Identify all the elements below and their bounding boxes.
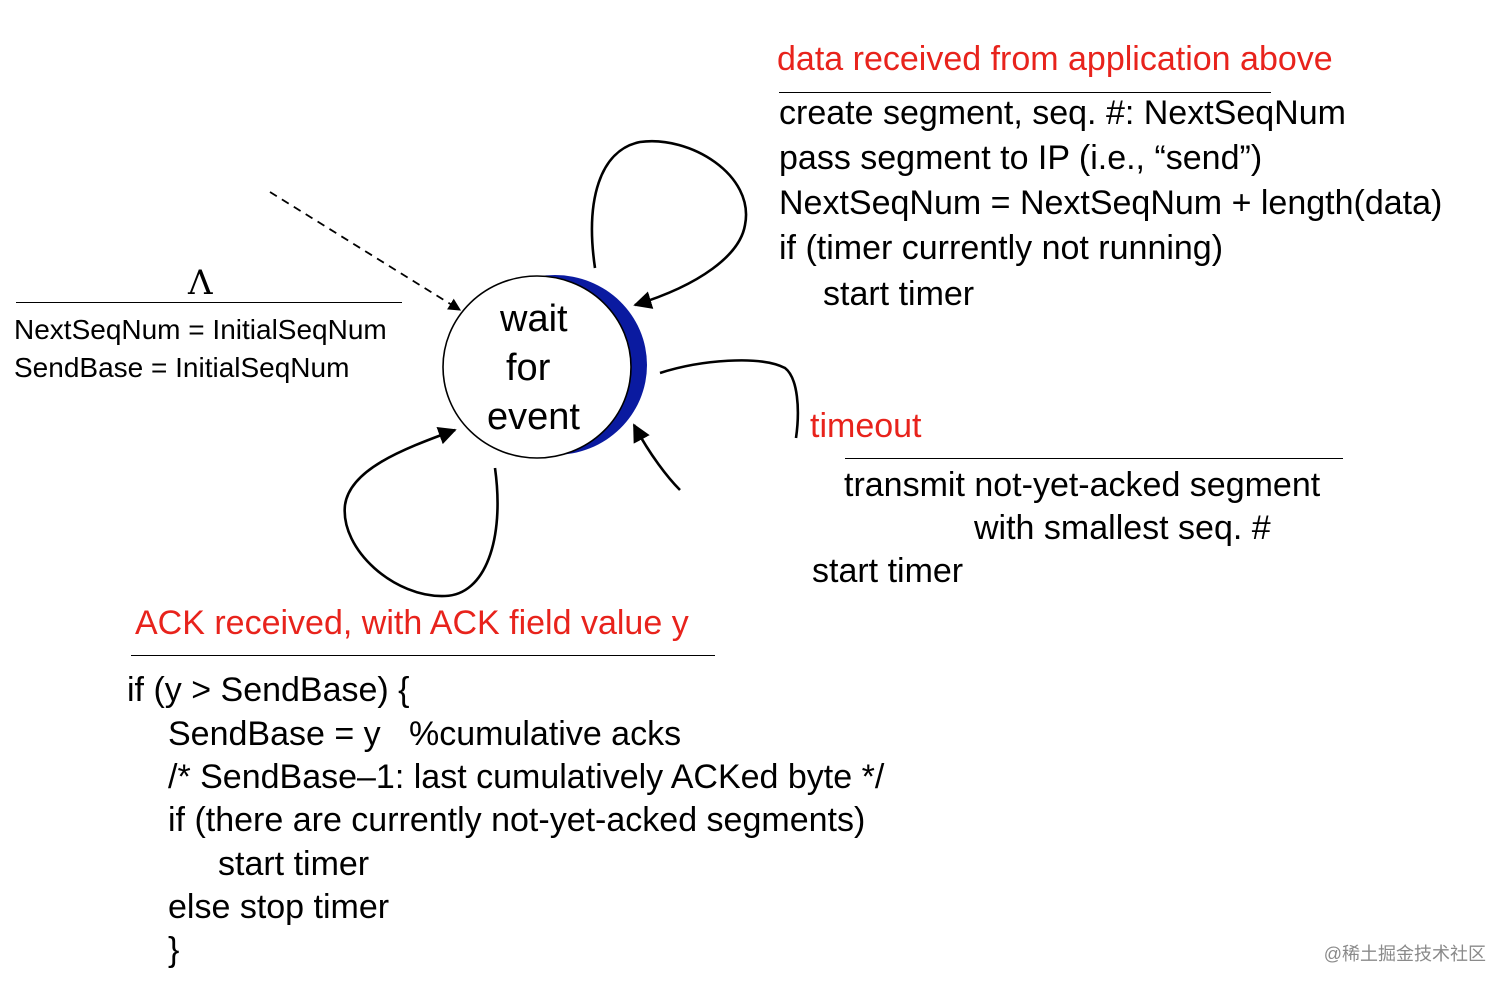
timeout-event-label: timeout (810, 407, 922, 445)
initial-action-2: SendBase = InitialSeqNum (14, 352, 350, 383)
ack-action-6: else stop timer (168, 888, 390, 926)
state-label-line-2: for (506, 347, 551, 389)
timeout-loop-in (632, 423, 681, 491)
timeout-action-1: transmit not-yet-acked segment (844, 466, 1321, 504)
data-rule (779, 92, 1271, 93)
timeout-action-3: start timer (812, 552, 964, 590)
data-event-label: data received from application above (777, 40, 1333, 78)
initial-action-1: NextSeqNum = InitialSeqNum (14, 314, 387, 345)
initial-event-lambda: Λ (188, 263, 213, 303)
timeout-rule (845, 458, 1343, 459)
ack-action-3: /* SendBase–1: last cumulatively ACKed b… (168, 758, 885, 796)
timeout-action-2: with smallest seq. # (974, 509, 1271, 547)
state-circle (442, 275, 632, 459)
ack-event-label: ACK received, with ACK field value y (135, 604, 689, 642)
ack-action-2: SendBase = y %cumulative acks (168, 715, 682, 753)
ack-rule (131, 655, 715, 656)
data-action-2: pass segment to IP (i.e., “send”) (779, 139, 1263, 177)
initial-rule (16, 302, 402, 303)
ack-loop-arrow (343, 427, 499, 598)
ack-action-1: if (y > SendBase) { (127, 671, 410, 709)
state-label-line-3: event (487, 396, 580, 438)
data-action-5: start timer (823, 275, 975, 313)
watermark: @稀土掘金技术社区 (1323, 944, 1486, 964)
timeout-loop-out (659, 359, 800, 439)
data-action-3: NextSeqNum = NextSeqNum + length(data) (779, 184, 1443, 222)
ack-action-4: if (there are currently not-yet-acked se… (168, 801, 866, 839)
ack-action-7: } (168, 931, 180, 969)
data-loop-arrow (590, 139, 748, 309)
initial-arrow (269, 191, 462, 311)
ack-action-5: start timer (218, 845, 370, 883)
data-action-1: create segment, seq. #: NextSeqNum (779, 94, 1346, 132)
state-node (442, 275, 647, 459)
data-action-4: if (timer currently not running) (779, 229, 1224, 267)
state-label-line-1: wait (500, 298, 568, 340)
